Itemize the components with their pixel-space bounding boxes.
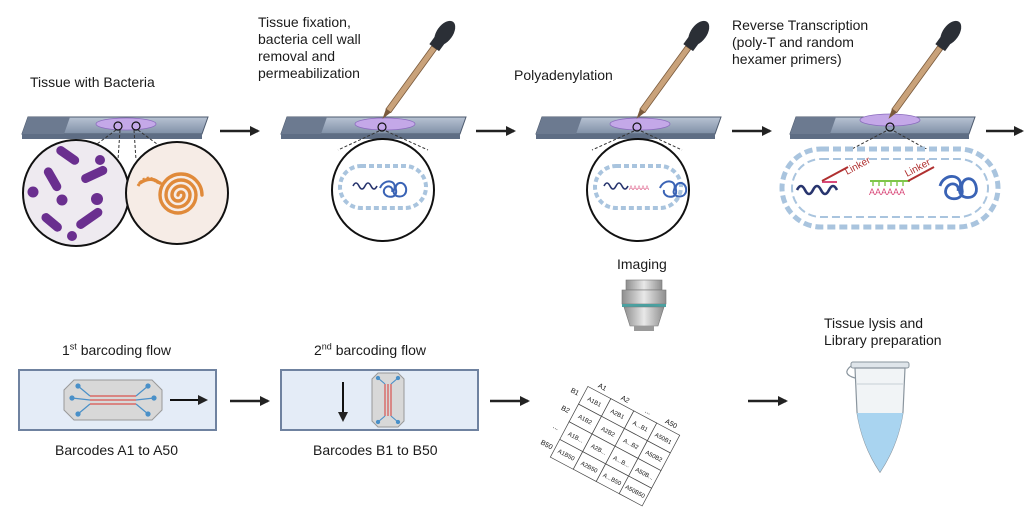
dna-coil-2 (379, 180, 408, 198)
second-flow-caption: Barcodes B1 to B50 (313, 442, 438, 458)
grid-cell (618, 475, 653, 507)
first-flow-suffix: st (69, 341, 77, 352)
second-flow-ordinal: 2 (314, 342, 322, 358)
spirochete-magnifier (125, 141, 229, 245)
bacteria-magnifier (22, 139, 130, 247)
step-label-polyadenylation: Polyadenylation (514, 67, 613, 83)
bacteria-cells (27, 146, 108, 241)
slide-3: AAAAA (535, 116, 722, 242)
slide-4: AAAAAA (779, 113, 1001, 230)
grid-row-header: B50 (539, 439, 553, 451)
second-flow-text: barcoding flow (331, 342, 426, 358)
grid-row-header: B2 (560, 405, 571, 415)
step-label-tissue-with-bacteria: Tissue with Bacteria (30, 74, 155, 90)
fixation-line-1: Tissue fixation, (258, 14, 351, 30)
step-label-fixation: Tissue fixation, bacteria cell wall remo… (258, 14, 361, 82)
second-flow-suffix: nd (321, 341, 332, 352)
tube-liquid (857, 413, 903, 472)
dna-coil-4 (938, 175, 978, 201)
fixation-line-2: bacteria cell wall (258, 31, 361, 47)
grid-col-header: A1 (597, 383, 608, 393)
cell-envelope-4 (779, 146, 1001, 230)
grid-row-header: B1 (569, 387, 580, 397)
grid-row-header: ... (552, 423, 560, 432)
first-flow-ordinal: 1 (62, 342, 70, 358)
first-flow-title: 1st barcoding flow (62, 342, 171, 359)
microscope-objective-icon (621, 279, 667, 331)
polya-tail-3: AAAAA (629, 186, 649, 192)
polya-tail-4: AAAAAA (869, 187, 905, 197)
fixation-line-3: removal and (258, 48, 336, 64)
tube-icon (846, 361, 910, 474)
second-flow-title: 2nd barcoding flow (314, 342, 426, 359)
pipette-dropper-2 (382, 20, 456, 119)
step-label-reverse-transcription: Reverse Transcription (poly-T and random… (732, 17, 868, 68)
barcode-grid: A1A2...A50B1A1B1A2B1A...B1A50B1B2A1B2A2B… (539, 383, 681, 507)
lysis-line-2: Library preparation (824, 332, 942, 348)
step-label-lysis: Tissue lysis and Library preparation (824, 315, 942, 349)
first-flow-caption: Barcodes A1 to A50 (55, 442, 178, 458)
slide-2 (280, 116, 467, 242)
lysis-line-1: Tissue lysis and (824, 315, 924, 331)
step-label-imaging: Imaging (617, 256, 667, 272)
second-flow-box (280, 369, 479, 431)
first-flow-text: barcoding flow (76, 342, 171, 358)
rt-line-1: Reverse Transcription (732, 17, 869, 33)
pipette-dropper-4 (888, 20, 962, 119)
tissue-spot-1 (95, 117, 157, 131)
grid-col-header: ... (644, 408, 652, 417)
grid-col-header: A2 (619, 395, 630, 405)
pipette-dropper-3 (636, 20, 710, 119)
rt-line-3: hexamer primers) (732, 51, 842, 67)
slide-1 (21, 116, 229, 247)
rt-line-2: (poly-T and random (732, 34, 854, 50)
first-flow-box (18, 369, 217, 431)
rna-strand-4 (795, 184, 839, 196)
fixation-line-4: permeabilization (258, 65, 360, 81)
cell-magnifier-3 (586, 138, 690, 242)
